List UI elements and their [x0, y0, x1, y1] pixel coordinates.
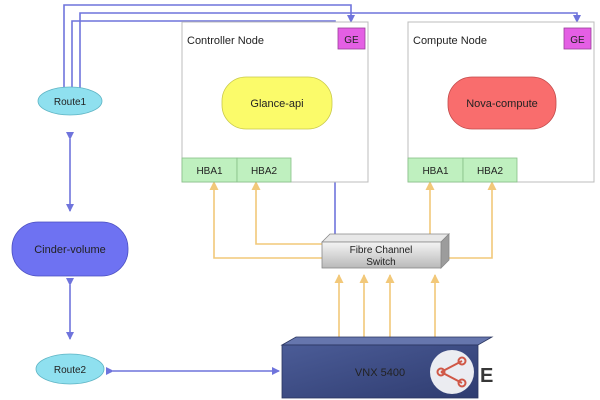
compute-ge-port	[563, 27, 592, 50]
watermark-logo: E	[430, 350, 493, 394]
fibre-channel-links	[209, 181, 497, 337]
controller-hba2	[236, 157, 292, 183]
controller-ge-port	[337, 27, 366, 50]
route2-label: Route2	[54, 365, 87, 376]
route2-node: Route2	[35, 353, 105, 385]
cinder-volume-node: Cinder-volume	[11, 221, 129, 277]
route1-ellipse	[37, 86, 103, 116]
cinder-volume-box	[11, 221, 129, 277]
route2-ellipse	[35, 353, 105, 385]
compute-node: Compute Node GE Nova-compute HBA1 HBA2	[407, 21, 595, 183]
compute-hba2-label: HBA2	[477, 166, 504, 177]
watermark-circle	[430, 350, 474, 394]
route1-label: Route1	[54, 97, 87, 108]
compute-ge-label: GE	[570, 35, 585, 46]
nova-compute-label: Nova-compute	[466, 98, 538, 110]
switch-label-line1: Fibre Channel	[350, 245, 413, 256]
vnx-label: VNX 5400	[355, 367, 405, 379]
fc-arrow-controller-hba1	[209, 181, 322, 259]
compute-hba1-label: HBA1	[422, 166, 449, 177]
compute-node-title: Compute Node	[413, 35, 487, 47]
controller-hba2-label: HBA2	[251, 166, 278, 177]
cinder-volume-label: Cinder-volume	[34, 244, 106, 256]
vnx-top-face	[280, 336, 494, 346]
watermark-dot-top	[457, 356, 467, 366]
controller-hba1	[181, 157, 238, 183]
controller-node: Controller Node GE Glance-api HBA1 HBA2	[181, 21, 369, 183]
switch-front-face	[321, 241, 442, 269]
fibre-channel-switch: Fibre Channel Switch	[321, 233, 450, 269]
glance-api-label: Glance-api	[250, 98, 303, 110]
watermark-letter: E	[480, 365, 493, 387]
controller-ge-label: GE	[344, 35, 359, 46]
watermark-dot-bottom	[457, 378, 467, 388]
fc-arrow-controller-hba2	[251, 181, 322, 245]
route1-node: Route1	[37, 86, 103, 116]
switch-top-face	[321, 233, 450, 243]
fc-arrow-compute-hba2	[447, 181, 497, 259]
glance-api-service	[221, 76, 333, 130]
controller-hba1-label: HBA1	[196, 166, 223, 177]
nova-compute-service	[447, 76, 557, 130]
compute-hba2	[462, 157, 518, 183]
route1-to-compute-ge-line	[79, 12, 581, 88]
switch-label-line2: Switch	[366, 257, 395, 268]
watermark-dot-left	[436, 367, 446, 377]
management-network	[63, 4, 581, 375]
controller-node-title: Controller Node	[187, 35, 264, 47]
